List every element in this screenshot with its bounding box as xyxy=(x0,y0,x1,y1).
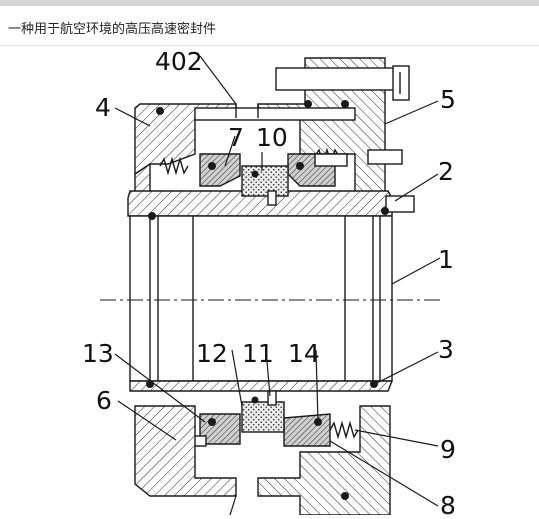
bolt-head xyxy=(392,65,410,101)
figure-caption: 一种用于航空环境的高压高速密封件 xyxy=(8,22,217,37)
upper-carbon-ring xyxy=(241,165,289,197)
lower-key-11 xyxy=(267,390,277,406)
upper-spring-right xyxy=(314,147,340,165)
o-rings xyxy=(146,100,389,500)
top-border xyxy=(0,0,539,6)
leader-lines xyxy=(114,55,441,516)
label-8: 8 xyxy=(440,491,456,515)
housing-lower-left xyxy=(134,405,237,497)
lower-seat-right xyxy=(283,413,331,447)
shaft-body xyxy=(129,215,393,382)
label-7: 7 xyxy=(228,123,244,152)
seal-cross-section-figure: 402 4 5 7 10 2 1 13 12 11 14 3 6 9 8 xyxy=(0,46,539,519)
upper-right-bolt xyxy=(367,149,403,165)
label-13: 13 xyxy=(82,339,114,368)
label-12: 12 xyxy=(196,339,228,368)
label-6: 6 xyxy=(96,386,112,415)
housing-top-bore xyxy=(194,107,356,121)
housing-lower-right xyxy=(257,405,391,516)
label-10: 10 xyxy=(256,123,288,152)
right-clip xyxy=(385,195,415,213)
label-2: 2 xyxy=(438,157,454,186)
label-402: 402 xyxy=(155,47,203,76)
label-5: 5 xyxy=(440,85,456,114)
label-14: 14 xyxy=(288,339,320,368)
upper-key-11 xyxy=(267,190,277,206)
lower-sleeve xyxy=(129,380,394,392)
label-1: 1 xyxy=(438,245,454,274)
upper-seat-left xyxy=(199,153,241,187)
label-11: 11 xyxy=(242,339,274,368)
bolt-shank xyxy=(275,67,397,91)
lower-spring-right xyxy=(329,420,359,440)
upper-pin xyxy=(314,153,348,167)
label-3: 3 xyxy=(438,335,454,364)
caption-bar: 一种用于航空环境的高压高速密封件 xyxy=(0,6,539,46)
seal-drawing: 402 4 5 7 10 2 1 13 12 11 14 3 6 9 8 xyxy=(82,47,456,519)
upper-spring-left xyxy=(159,156,189,176)
label-4: 4 xyxy=(95,93,111,122)
lower-carbon-ring xyxy=(241,401,285,433)
label-9: 9 xyxy=(440,435,456,464)
